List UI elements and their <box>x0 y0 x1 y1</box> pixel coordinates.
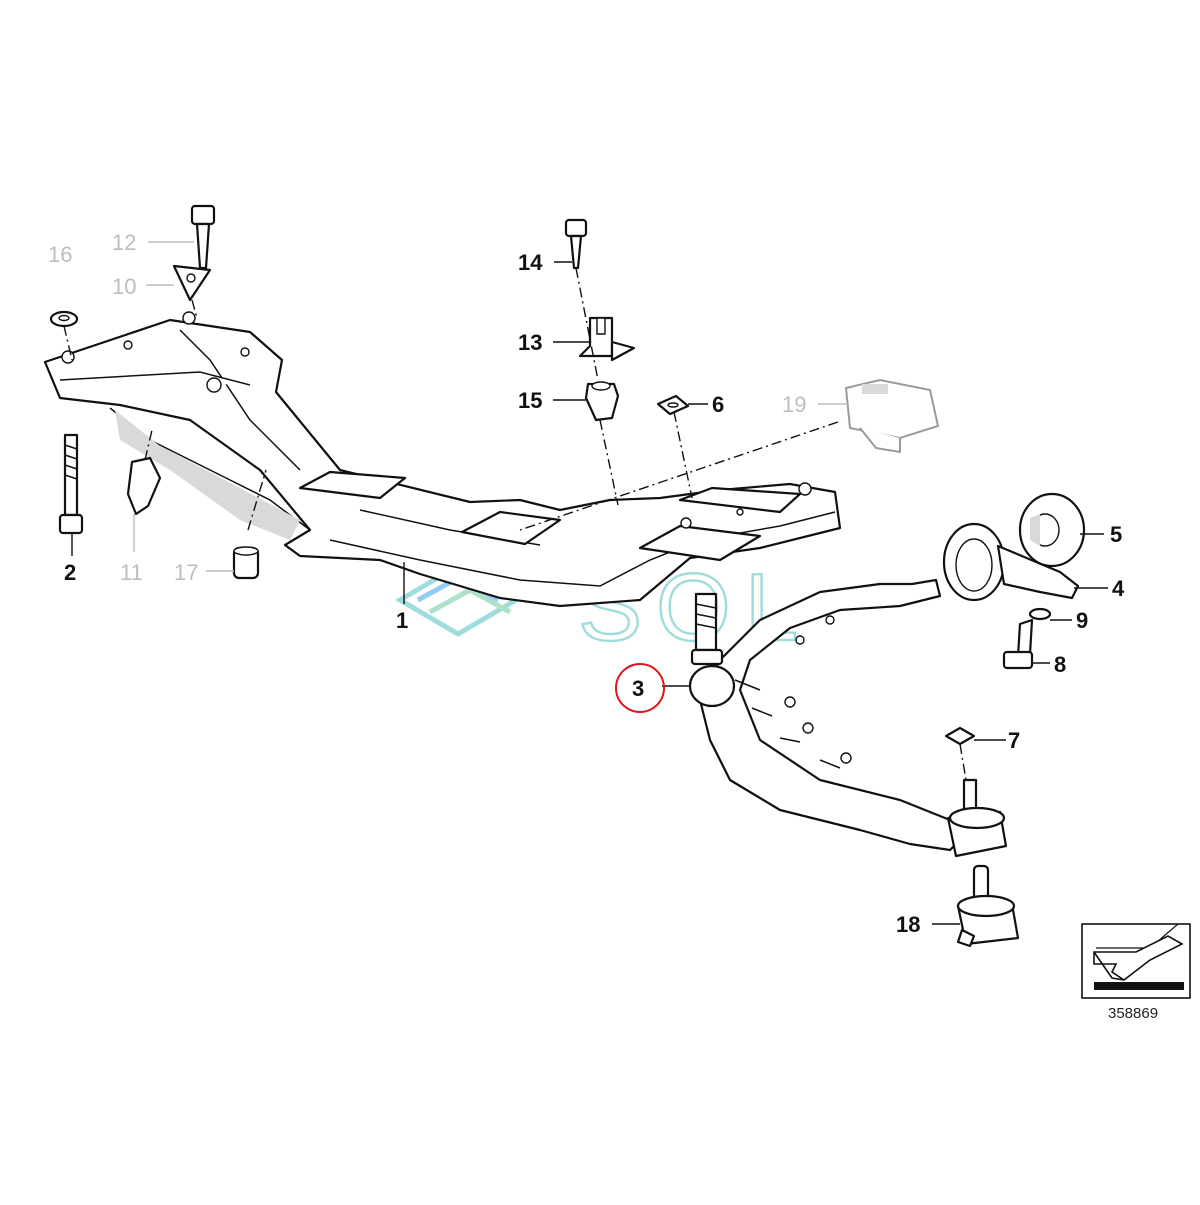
bolt-12 <box>190 204 216 270</box>
nut-7 <box>944 726 976 746</box>
assembly-lines <box>63 267 967 781</box>
front-direction-arrow-icon <box>1081 923 1191 999</box>
bolt-2 <box>58 433 84 535</box>
highlight-ring-part-3 <box>615 663 665 713</box>
bushing-5 <box>1018 492 1086 568</box>
callout-7: 7 <box>1008 728 1020 753</box>
callout-9: 9 <box>1076 608 1088 633</box>
sleeve-17 <box>232 546 260 580</box>
washer-16 <box>49 310 79 328</box>
callout-15: 15 <box>518 388 542 413</box>
bolt-14 <box>564 218 588 270</box>
bracket-13 <box>578 316 636 362</box>
nut-plate-10 <box>172 264 212 302</box>
callout-5: 5 <box>1110 522 1122 547</box>
callout-2: 2 <box>64 560 76 585</box>
callout-6: 6 <box>712 392 724 417</box>
diagram-number: 358869 <box>1108 1005 1158 1022</box>
callout-12: 12 <box>112 230 136 255</box>
callout-14: 14 <box>518 250 543 275</box>
callout-16: 16 <box>48 242 72 267</box>
nut-6 <box>656 394 690 416</box>
bolt-8 <box>1002 618 1034 670</box>
callout-4: 4 <box>1112 576 1125 601</box>
callout-8: 8 <box>1054 652 1066 677</box>
washer-9 <box>1028 607 1052 621</box>
leader-lines <box>71 241 1108 925</box>
clip-11 <box>126 456 162 516</box>
callout-13: 13 <box>518 330 542 355</box>
callout-labels: 1 2 3 4 5 6 7 8 9 10 11 12 13 14 15 16 1… <box>48 230 1125 937</box>
callout-17: 17 <box>174 560 198 585</box>
bushing-bracket-4 <box>942 522 1080 602</box>
callout-11: 11 <box>120 560 143 585</box>
callout-3: 3 <box>632 676 644 701</box>
clip-nut-15 <box>584 381 620 422</box>
axle-carrier <box>43 311 842 608</box>
ball-joint-18 <box>956 864 1020 948</box>
wishbone-3 <box>688 578 1008 858</box>
mount-19 <box>844 378 940 454</box>
callout-19: 19 <box>782 392 806 417</box>
callout-10: 10 <box>112 274 136 299</box>
callout-18: 18 <box>896 912 920 937</box>
callout-1: 1 <box>396 608 408 633</box>
